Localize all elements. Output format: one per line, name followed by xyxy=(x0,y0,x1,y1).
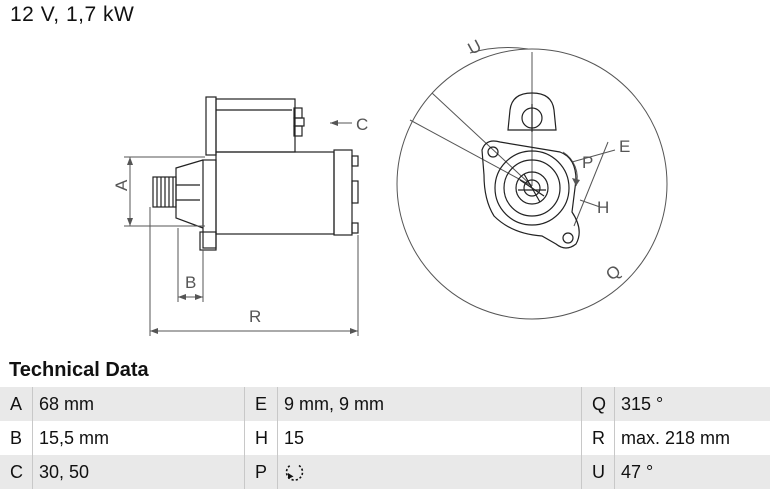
spec-key: A xyxy=(0,387,33,421)
spec-value: 9 mm, 9 mm xyxy=(277,387,582,421)
spec-key: C xyxy=(0,455,33,489)
label-b: B xyxy=(185,273,196,292)
label-h: H xyxy=(597,198,609,217)
end-view-part xyxy=(481,92,580,249)
side-view-dimensions xyxy=(124,122,359,336)
spec-value-rotation xyxy=(277,455,582,489)
side-view xyxy=(152,96,359,251)
table-row: B 15,5 mm H 15 R max. 218 mm xyxy=(0,421,770,455)
spec-value: max. 218 mm xyxy=(621,427,731,448)
end-view-circle xyxy=(396,47,668,320)
spec-key: P xyxy=(244,455,278,489)
end-view-arrowheads xyxy=(572,178,580,186)
spec-key: E xyxy=(244,387,278,421)
spec-value: 315 ° xyxy=(621,393,664,414)
spec-value: 30, 50 xyxy=(32,455,245,489)
spec-key: H xyxy=(244,421,278,455)
spec-value: 47 ° xyxy=(621,461,654,482)
label-e: E xyxy=(619,137,630,156)
label-c: C xyxy=(356,115,368,134)
table-row: A 68 mm E 9 mm, 9 mm Q 315 ° xyxy=(0,387,770,421)
label-r-side: R xyxy=(249,307,261,326)
label-p: P xyxy=(582,153,593,172)
label-u: U xyxy=(465,36,485,59)
spec-key: U xyxy=(581,455,615,489)
technical-data-title: Technical Data xyxy=(9,359,149,381)
spec-key: B xyxy=(0,421,33,455)
spec-key: Q xyxy=(581,387,615,421)
spec-key: R xyxy=(581,421,615,455)
table-row: C 30, 50 P U 47 ° xyxy=(0,455,770,489)
spec-value: 68 mm xyxy=(32,387,245,421)
label-q: Q xyxy=(602,261,624,284)
label-a: A xyxy=(112,179,131,191)
starter-motor-drawing: A B R C U E P H Q xyxy=(112,36,668,336)
counterclockwise-rotation-icon xyxy=(285,464,304,481)
headline: 12 V, 1,7 kW xyxy=(10,3,135,26)
spec-value: 15 xyxy=(277,421,582,455)
spec-value: 15,5 mm xyxy=(32,421,245,455)
dimension-arrowheads xyxy=(127,120,358,334)
technical-data-table: A 68 mm E 9 mm, 9 mm Q 315 ° B 15,5 mm H… xyxy=(0,387,770,489)
